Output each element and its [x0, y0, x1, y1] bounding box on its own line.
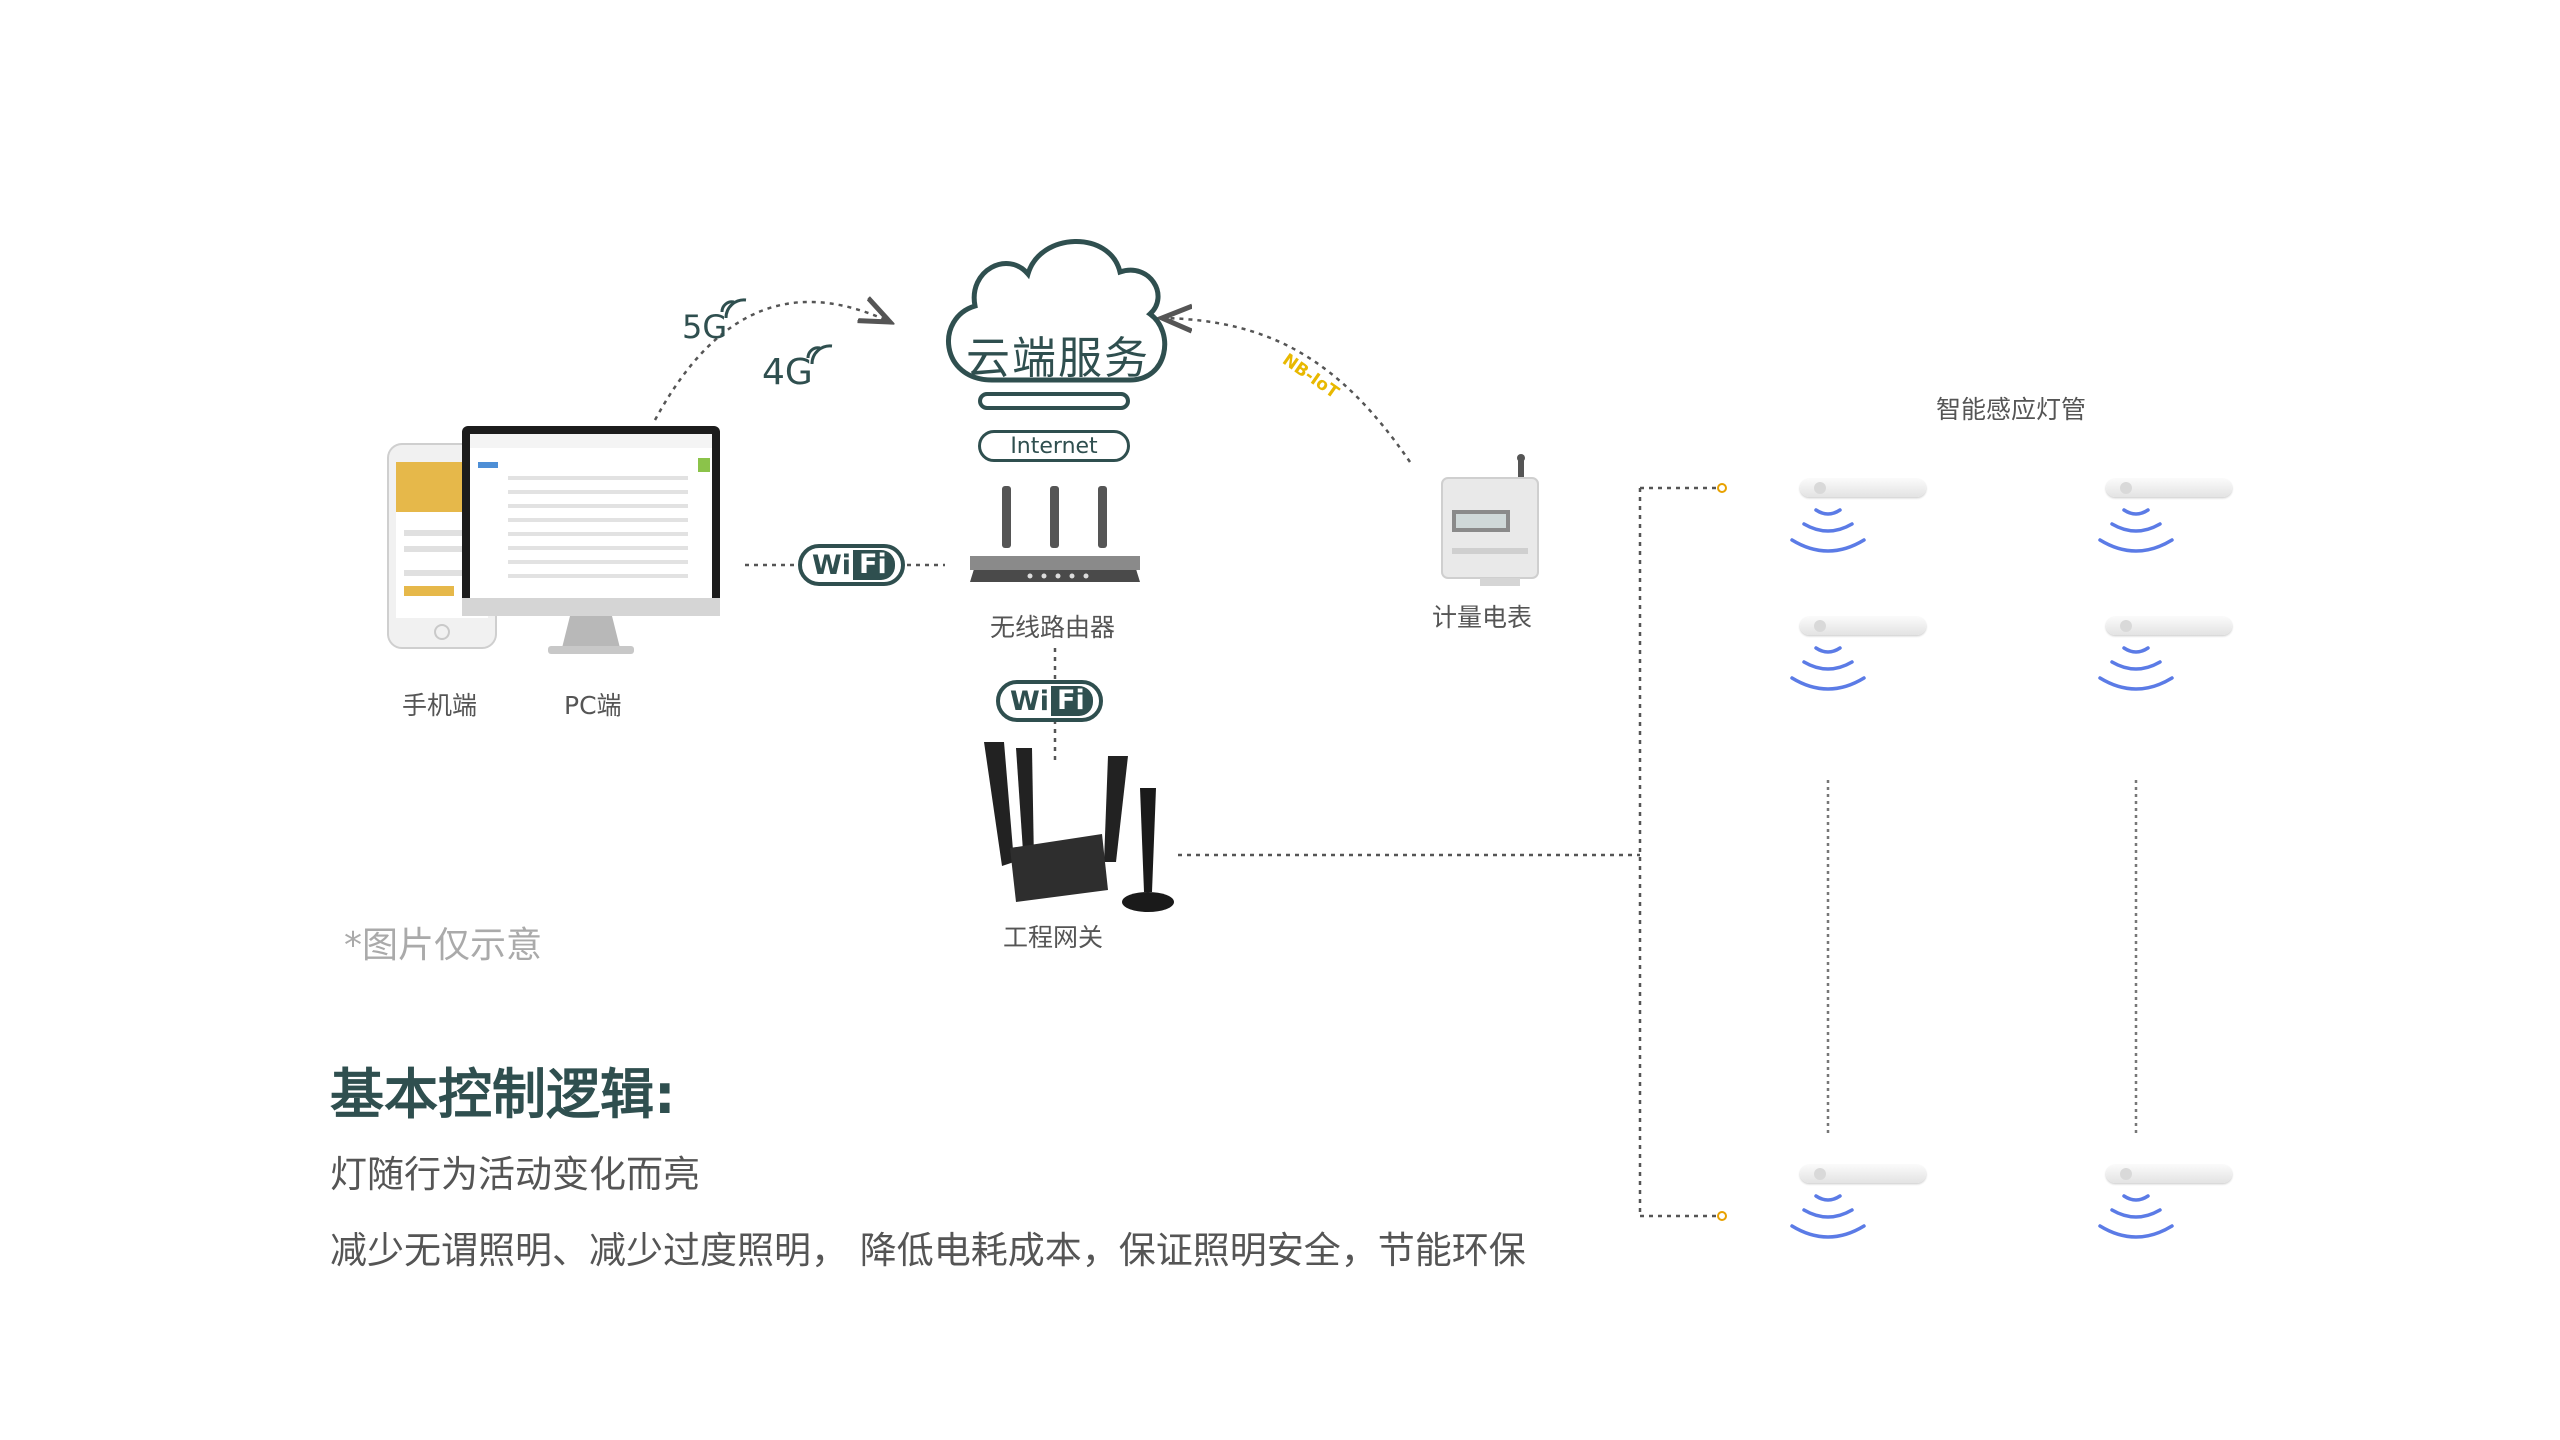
pc-label: PC端 [564, 691, 622, 720]
phone-label: 手机端 [402, 691, 478, 720]
cloud-base [978, 392, 1130, 410]
label-4g: 4G [762, 352, 813, 393]
link-meter-cloud [1162, 318, 1412, 463]
meter-label: 计量电表 [1432, 603, 1533, 632]
wifi-text-b: Fi [853, 550, 895, 580]
router-label: 无线路由器 [990, 613, 1116, 642]
light-tube-icon [1800, 479, 1926, 497]
logic-heading: 基本控制逻辑: [330, 1063, 676, 1126]
logic-line-1: 灯随行为活动变化而亮 [330, 1153, 700, 1196]
router-icon [970, 486, 1140, 582]
meter-icon [1441, 454, 1539, 586]
cloud-label: 云端服务 [966, 333, 1150, 384]
wifi-text-b: Fi [1051, 686, 1093, 716]
bus-end-dot [1717, 483, 1727, 493]
internet-badge: Internet [978, 430, 1130, 462]
bus-end-dot [1717, 1211, 1727, 1221]
gateway-label: 工程网关 [1003, 923, 1104, 952]
signal-icon [1790, 508, 2174, 1239]
gateway-icon [984, 742, 1174, 912]
light-tube-icon [1800, 617, 1926, 635]
disclaimer-note: *图片仅示意 [344, 925, 543, 966]
tubes-label: 智能感应灯管 [1936, 395, 2087, 424]
light-tube-icon [2106, 617, 2232, 635]
cloud-icon [946, 239, 1168, 383]
monitor-icon [462, 426, 720, 654]
light-tube-icon [1800, 1165, 1926, 1183]
wifi-text-a: Wi [812, 549, 852, 581]
link-mobile-cloud [653, 302, 890, 421]
signal-icon [720, 298, 833, 365]
logic-line-2: 减少无谓照明、减少过度照明， 降低电耗成本，保证照明安全，节能环保 [330, 1229, 1526, 1272]
light-tube-icon [2106, 1165, 2232, 1183]
wifi-text-a: Wi [1010, 685, 1050, 717]
light-tube-icon [2106, 479, 2232, 497]
label-5g: 5G [682, 308, 728, 346]
